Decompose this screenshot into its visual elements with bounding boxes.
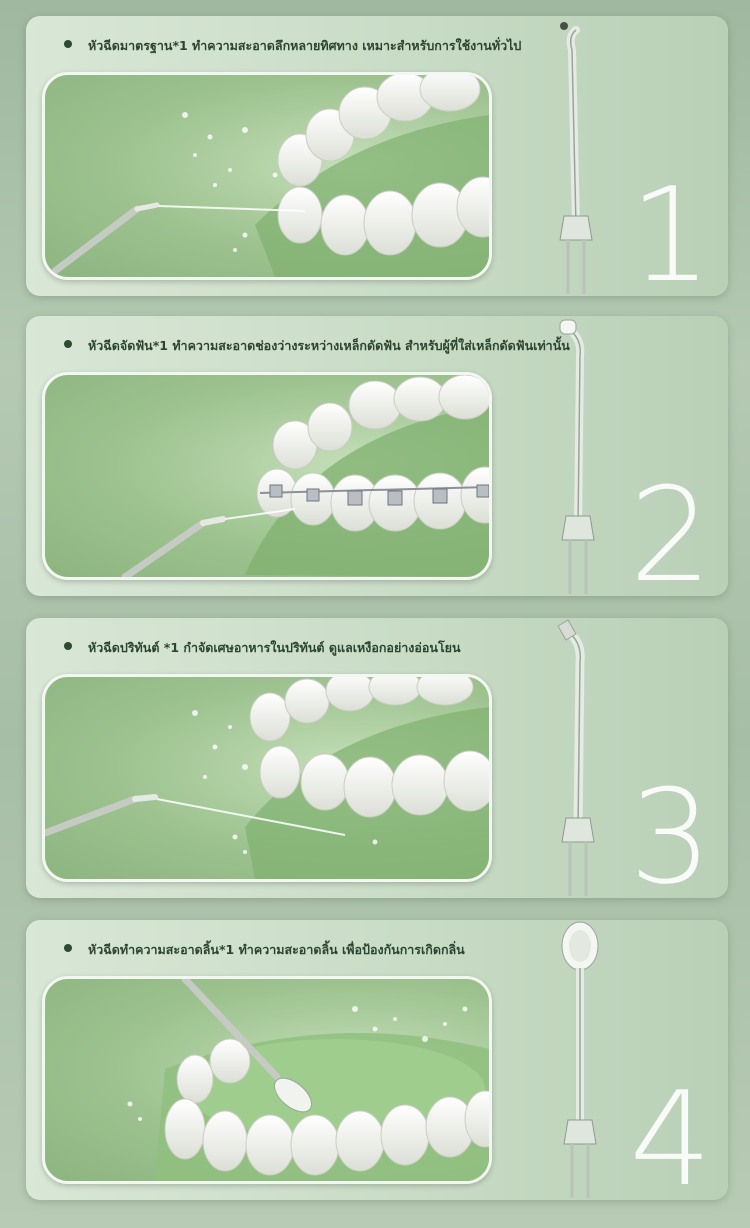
- periodontal-nozzle-icon: [557, 619, 595, 896]
- card-caption: หัวฉีดจัดฟัน*1 ทำความสะอาดช่องว่างระหว่า…: [88, 338, 570, 353]
- nozzle-card-4: หัวฉีดทำความสะอาดลิ้น*1 ทำความสะอาดลิ้น …: [26, 920, 728, 1200]
- card-caption: หัวฉีดปริทันต์ *1 กำจัดเศษอาหารในปริทันต…: [88, 640, 461, 655]
- card-number: 2: [629, 459, 712, 596]
- tongue-cleaner-nozzle-icon: [561, 921, 599, 1198]
- bullet-icon: [64, 340, 72, 348]
- standard-nozzle-icon: [559, 22, 593, 294]
- card-number: 4: [629, 1063, 712, 1200]
- bullet-icon: [64, 40, 72, 48]
- nozzle-card-3: หัวฉีดปริทันต์ *1 กำจัดเศษอาหารในปริทันต…: [26, 618, 728, 898]
- card-caption: หัวฉีดมาตรฐาน*1 ทำความสะอาดลึกหลายทิศทาง…: [88, 38, 522, 53]
- card-number: 3: [629, 761, 712, 898]
- bullet-icon: [64, 944, 72, 952]
- tongue-photo: [42, 976, 492, 1184]
- card-number: 1: [629, 159, 712, 296]
- braces-teeth-photo: [42, 372, 492, 580]
- nozzle-card-1: หัวฉีดมาตรฐาน*1 ทำความสะอาดลึกหลายทิศทาง…: [26, 16, 728, 296]
- nozzle-card-2: หัวฉีดจัดฟัน*1 ทำความสะอาดช่องว่างระหว่า…: [26, 316, 728, 596]
- bullet-icon: [64, 642, 72, 650]
- gum-teeth-photo: [42, 674, 492, 882]
- card-caption: หัวฉีดทำความสะอาดลิ้น*1 ทำความสะอาดลิ้น …: [88, 942, 465, 957]
- teeth-photo: [42, 72, 492, 280]
- orthodontic-nozzle-icon: [559, 319, 595, 594]
